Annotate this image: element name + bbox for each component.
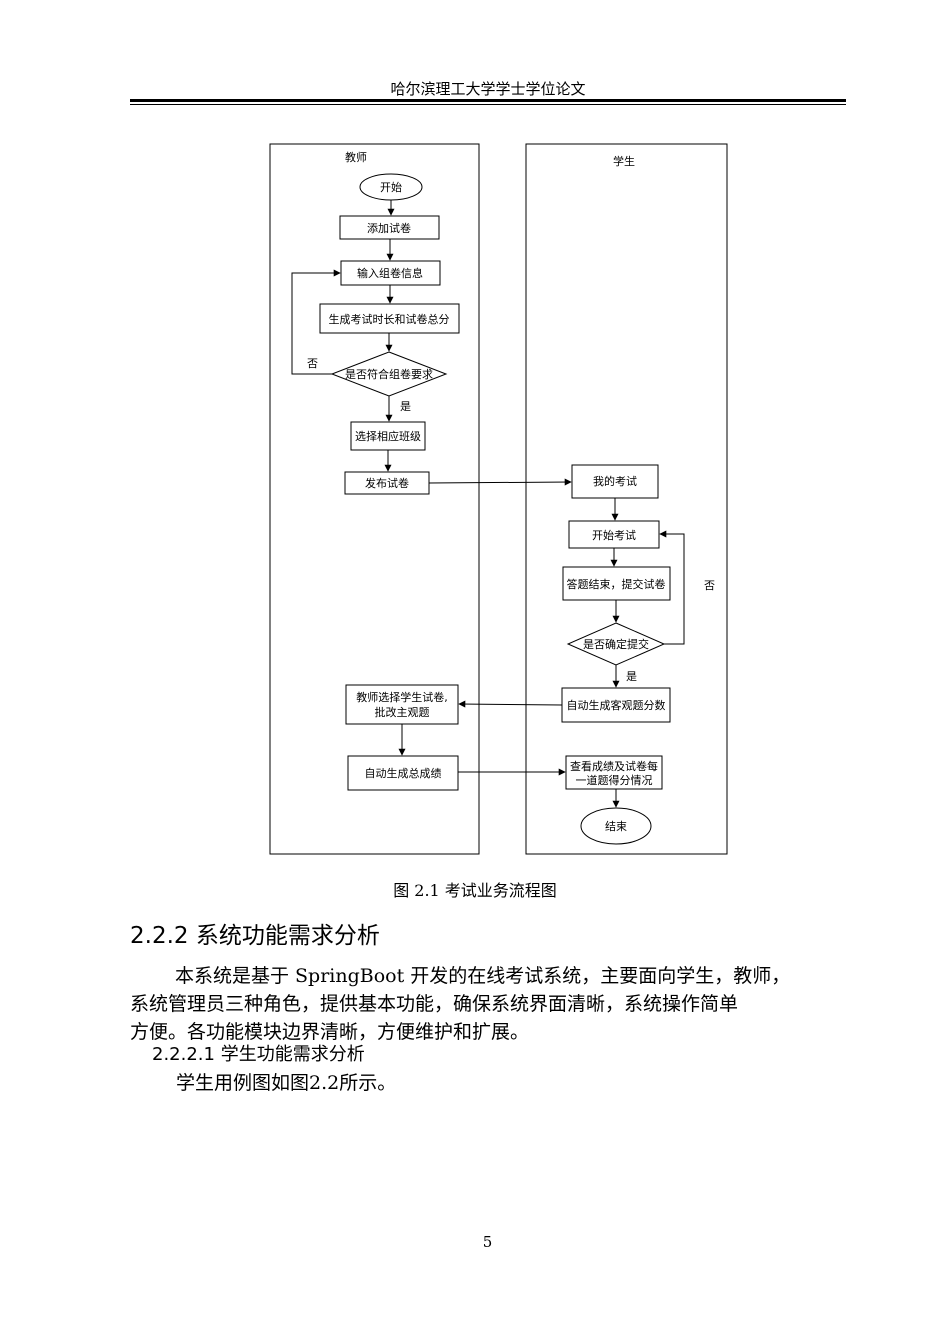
add-paper-label: 添加试卷 <box>367 221 411 235</box>
flow-arrows <box>291 200 685 808</box>
header-rule-thick <box>130 99 846 102</box>
start-label: 开始 <box>380 180 402 194</box>
confirm-label: 是否确定提交 <box>583 637 649 651</box>
no-label-2: 否 <box>704 579 715 592</box>
yes-label-2: 是 <box>626 670 637 683</box>
page-number: 5 <box>482 1233 493 1251</box>
gen-time-node <box>319 303 460 334</box>
teacher-grade-node <box>345 684 459 725</box>
auto-total-node <box>347 755 459 791</box>
view-score-label-1: 查看成绩及试卷每 <box>570 759 658 773</box>
header-rule-thin <box>130 104 846 105</box>
start-exam-node <box>568 520 660 549</box>
submit-label: 答题结束，提交试卷 <box>567 577 666 591</box>
select-class-label: 选择相应班级 <box>355 429 421 443</box>
view-score-label-2: 一道题得分情况 <box>576 773 653 787</box>
end-label: 结束 <box>605 820 627 833</box>
usecase-intro: 学生用例图如图2.2所示。 <box>176 1072 397 1094</box>
student-lane <box>525 143 728 855</box>
no-label-1: 否 <box>307 357 318 370</box>
yes-label-1: 是 <box>400 400 411 413</box>
section-paragraph: 本系统是基于 SpringBoot 开发的在线考试系统，主要面向学生，教师， 系… <box>130 962 860 1046</box>
para-line-2: 系统管理员三种角色，提供基本功能，确保系统界面清晰，系统操作简单 <box>130 993 739 1015</box>
running-header: 哈尔滨理工大学学士学位论文 <box>390 80 586 98</box>
auto-objective-node <box>561 687 671 723</box>
input-info-label: 输入组卷信息 <box>357 266 423 280</box>
check-req-label: 是否符合组卷要求 <box>345 367 433 381</box>
view-score-node <box>565 755 663 790</box>
figure-caption: 图 2.1 考试业务流程图 <box>393 881 557 900</box>
flowchart-figure: 教师 学生 开始 添加试卷 输入组卷信息 生成考试时长和试卷总分 是否符合组卷要… <box>269 143 728 855</box>
teacher-lane-label: 教师 <box>345 151 367 164</box>
section-heading: 2.2.2 系统功能需求分析 <box>130 923 380 949</box>
para-line-3: 方便。各功能模块边界清晰，方便维护和扩展。 <box>130 1021 530 1043</box>
auto-total-label: 自动生成总成绩 <box>365 766 442 780</box>
start-exam-label: 开始考试 <box>592 528 636 542</box>
end-node <box>580 807 652 845</box>
my-exam-node <box>571 464 659 499</box>
my-exam-label: 我的考试 <box>593 474 637 488</box>
student-lane-label: 学生 <box>613 154 635 168</box>
teacher-grade-label-2: 批改主观题 <box>375 705 430 719</box>
submit-node <box>562 566 671 601</box>
teacher-grade-label-1: 教师选择学生试卷, <box>356 690 448 704</box>
gen-time-label: 生成考试时长和试卷总分 <box>329 312 450 326</box>
select-class-node <box>350 421 426 451</box>
auto-objective-label: 自动生成客观题分数 <box>567 698 666 712</box>
subsection-heading: 2.2.2.1 学生功能需求分析 <box>152 1044 365 1065</box>
teacher-lane <box>269 143 480 855</box>
publish-label: 发布试卷 <box>365 476 409 490</box>
para-line-1: 本系统是基于 SpringBoot 开发的在线考试系统，主要面向学生，教师， <box>175 965 791 987</box>
